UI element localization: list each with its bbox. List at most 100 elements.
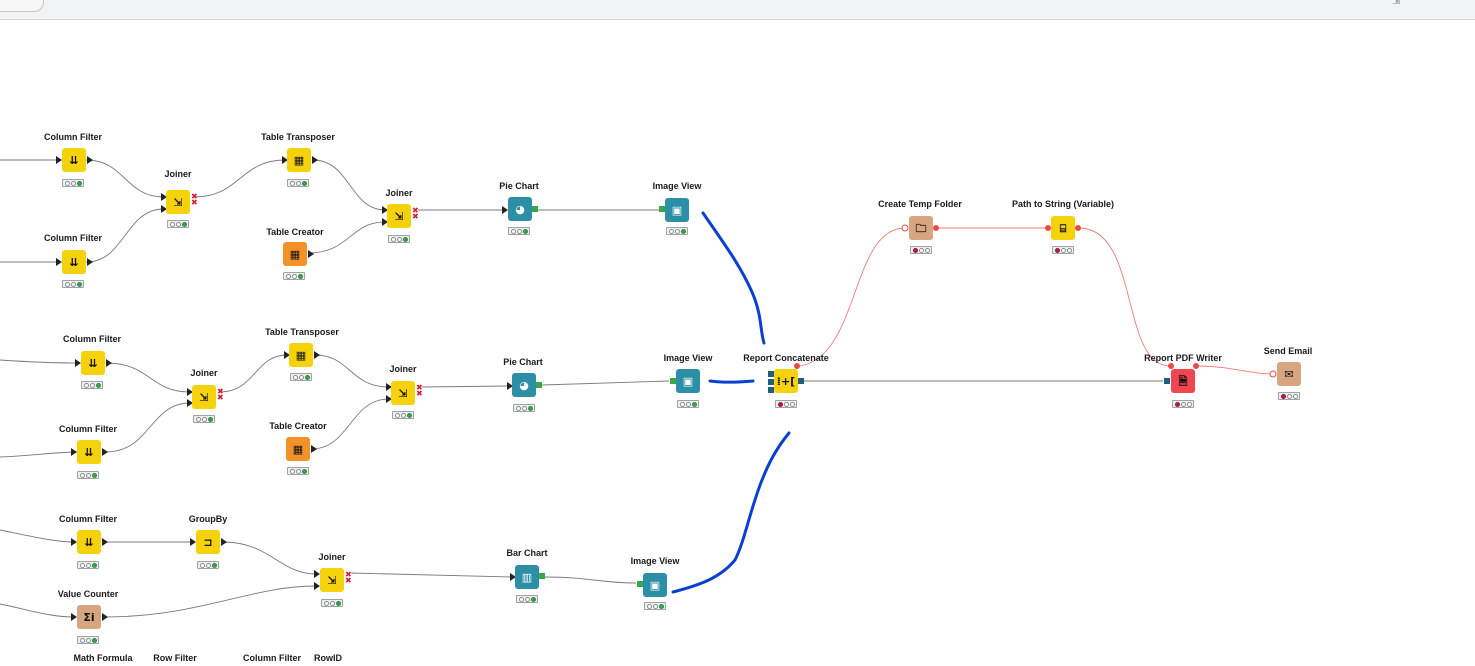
table-creator-node[interactable]: ▦	[283, 242, 307, 266]
column-filter-node[interactable]: ⇊	[77, 530, 101, 554]
image-input-port[interactable]	[670, 378, 676, 384]
report-pdf-writer-node[interactable]: 🗎	[1171, 369, 1195, 393]
report-output-port[interactable]	[798, 378, 804, 384]
image-output-port[interactable]	[532, 206, 538, 212]
input-port[interactable]	[382, 206, 388, 214]
report-input-port[interactable]	[768, 387, 774, 393]
output-port[interactable]	[308, 250, 314, 258]
image-output-port[interactable]	[539, 573, 545, 579]
output-port[interactable]	[311, 445, 317, 453]
node-status	[388, 235, 410, 243]
output-port[interactable]	[314, 351, 320, 359]
column-filter-icon: ⇊	[88, 356, 98, 370]
image-view-icon: ▣	[649, 578, 661, 592]
input-port[interactable]	[386, 395, 392, 403]
input-port[interactable]	[187, 399, 193, 407]
node-status	[644, 602, 666, 610]
connection	[312, 159, 386, 211]
joiner-icon: ⇲	[394, 209, 404, 223]
column-filter-node[interactable]: ⇊	[81, 351, 105, 375]
output-port-inactive[interactable]: ✖✖	[416, 383, 423, 398]
joiner-node[interactable]: ⇲	[320, 568, 344, 592]
node-label-send-email: Send Email	[1263, 346, 1313, 356]
output-port-inactive[interactable]: ✖✖	[345, 570, 352, 585]
table-transposer-node[interactable]: ▦	[287, 148, 311, 172]
input-port[interactable]	[71, 538, 77, 546]
output-port[interactable]	[312, 156, 318, 164]
output-port[interactable]	[102, 448, 108, 456]
input-port[interactable]	[56, 156, 62, 164]
input-port[interactable]	[314, 582, 320, 590]
output-port-inactive[interactable]: ✖✖	[217, 387, 224, 402]
input-port[interactable]	[382, 218, 388, 226]
report-input-port[interactable]	[768, 379, 774, 385]
output-port-inactive[interactable]: ✖✖	[412, 206, 419, 221]
connection	[105, 362, 191, 393]
toolbar-icon[interactable]: ⇲	[1392, 0, 1401, 7]
output-port[interactable]	[102, 538, 108, 546]
output-port[interactable]	[87, 258, 93, 266]
input-port[interactable]	[510, 573, 516, 581]
image-input-port[interactable]	[637, 581, 643, 587]
input-port[interactable]	[314, 570, 320, 578]
input-port[interactable]	[187, 388, 193, 396]
email-icon: ✉	[1284, 367, 1294, 381]
node-status	[1052, 246, 1074, 254]
joiner-node[interactable]: ⇲	[391, 381, 415, 405]
output-port[interactable]	[106, 359, 112, 367]
report-input-port[interactable]	[1164, 378, 1170, 384]
image-input-port[interactable]	[659, 206, 665, 212]
column-filter-node[interactable]: ⇊	[62, 250, 86, 274]
image-output-port[interactable]	[536, 382, 542, 388]
output-port[interactable]	[87, 156, 93, 164]
input-port[interactable]	[161, 193, 167, 201]
node-status	[513, 404, 535, 412]
input-port[interactable]	[507, 382, 513, 390]
joiner-node[interactable]: ⇲	[166, 190, 190, 214]
node-status	[1278, 392, 1300, 400]
output-port[interactable]	[221, 538, 227, 546]
value-counter-node[interactable]: Σi	[77, 605, 101, 629]
joiner-node[interactable]: ⇲	[192, 385, 216, 409]
connection	[0, 529, 75, 543]
report-input-port[interactable]	[768, 371, 774, 377]
output-port[interactable]	[102, 613, 108, 621]
table-transposer-node[interactable]: ▦	[289, 343, 313, 367]
table-creator-node[interactable]: ▦	[286, 437, 310, 461]
image-view-node[interactable]: ▣	[676, 369, 700, 393]
connection	[0, 359, 79, 364]
node-status	[77, 636, 99, 644]
column-filter-node[interactable]: ⇊	[62, 148, 86, 172]
groupby-node[interactable]: ⊐	[196, 530, 220, 554]
variable-port	[1269, 370, 1277, 378]
path-to-string-node[interactable]: ⌸	[1051, 216, 1075, 240]
node-status	[290, 373, 312, 381]
top-toolbar: ⇲	[0, 0, 1475, 20]
input-port[interactable]	[282, 156, 288, 164]
input-port[interactable]	[386, 383, 392, 391]
pie-chart-node[interactable]: ◕	[512, 373, 536, 397]
image-view-node[interactable]: ▣	[643, 573, 667, 597]
node-label-image-view: Image View	[630, 556, 680, 566]
pie-chart-node[interactable]: ◕	[508, 197, 532, 221]
node-status	[287, 179, 309, 187]
input-port[interactable]	[71, 448, 77, 456]
input-port[interactable]	[56, 258, 62, 266]
input-port[interactable]	[75, 359, 81, 367]
input-port[interactable]	[161, 205, 167, 213]
joiner-node[interactable]: ⇲	[387, 204, 411, 228]
node-status	[508, 227, 530, 235]
input-port[interactable]	[190, 538, 196, 546]
input-port[interactable]	[502, 206, 508, 214]
input-port[interactable]	[284, 351, 290, 359]
create-temp-folder-node[interactable]: 🗀	[909, 216, 933, 240]
image-view-node[interactable]: ▣	[665, 198, 689, 222]
column-filter-node[interactable]: ⇊	[77, 440, 101, 464]
output-port-inactive[interactable]: ✖✖	[191, 192, 198, 207]
send-email-node[interactable]: ✉	[1277, 362, 1301, 386]
input-port[interactable]	[71, 613, 77, 621]
bar-chart-node[interactable]: ▥	[515, 565, 539, 589]
variable-port	[933, 225, 939, 231]
report-concatenate-node[interactable]: ⁞+[	[774, 369, 798, 393]
